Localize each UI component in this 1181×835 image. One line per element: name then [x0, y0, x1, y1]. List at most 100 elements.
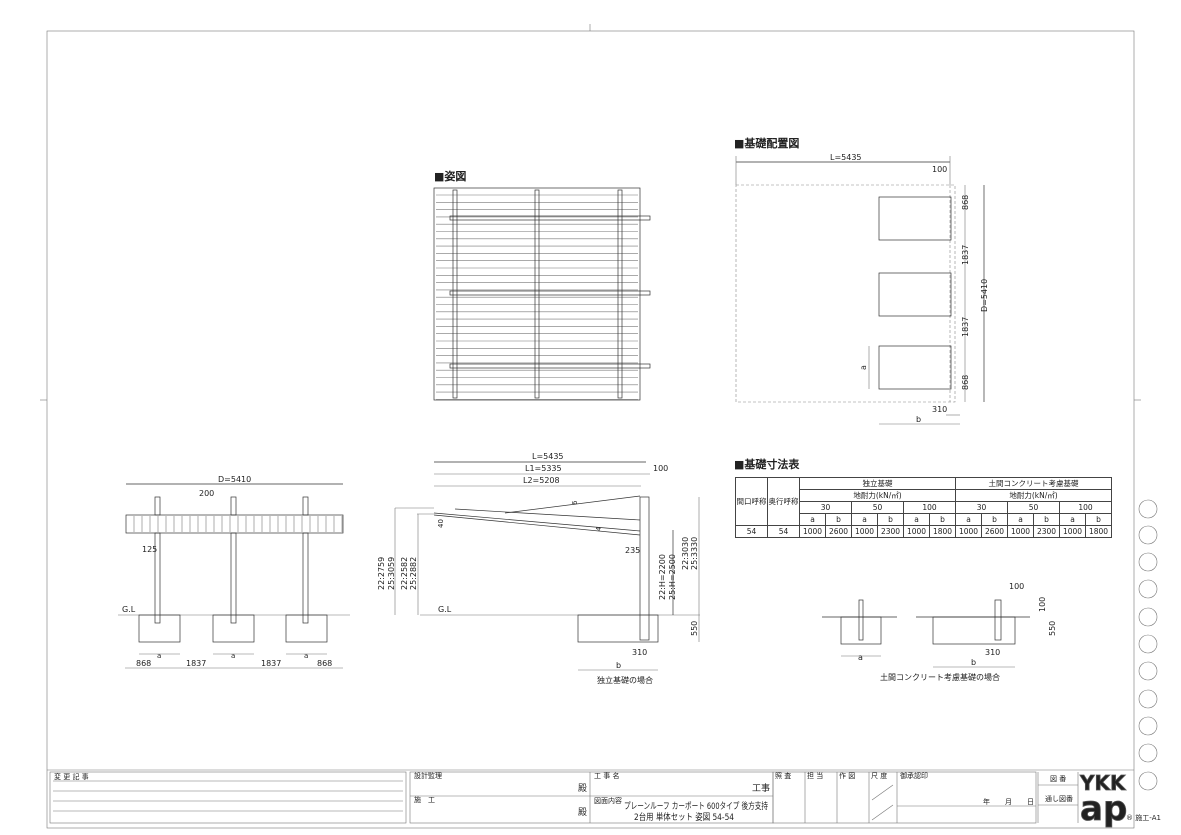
drawing-number-label: 図 番 [1050, 775, 1066, 783]
svg-text:ap: ap [1080, 789, 1127, 829]
drawing-content-label: 図面内容 [594, 796, 622, 805]
depth-value: 54 [767, 525, 800, 538]
dim-clear-h1: 22:H=2200 [658, 554, 667, 600]
cell: 1000 [851, 525, 878, 538]
cell: 2300 [1033, 525, 1060, 538]
ab-label: a [903, 513, 930, 526]
dim-total-h1: 22:3030 [681, 537, 690, 570]
dim-L: L=5435 [532, 452, 564, 461]
dim-a: a [231, 652, 235, 660]
honorific: 殿 [578, 807, 587, 818]
project-label: 工 事 名 [594, 771, 619, 780]
dim-a: a [304, 652, 308, 660]
bearing-label: 地耐力(kN/㎡) [799, 489, 956, 502]
dim-offset: 100 [932, 165, 947, 174]
bearing-value: 100 [903, 501, 956, 514]
dim-1837-2: 1837 [261, 659, 281, 668]
gl-label: G.L [438, 605, 452, 614]
bearing-value: 30 [799, 501, 852, 514]
dim-310: 310 [932, 405, 947, 414]
dim-a: a [858, 653, 863, 662]
dim-868-right: 868 [317, 659, 332, 668]
caption-independent: 独立基礎の場合 [597, 675, 653, 685]
change-log-label: 変 更 記 事 [54, 772, 89, 781]
dim-310: 310 [985, 648, 1000, 657]
dim-550: 550 [690, 621, 699, 636]
foundation-layout-title: ■基礎配置図 [734, 136, 799, 150]
ab-label: b [1085, 513, 1112, 526]
foundation-layout: ■基礎配置図 L=5435 100 868 1837 1837 868 D=54… [734, 136, 989, 425]
ab-label: a [1007, 513, 1034, 526]
serial-number-label: 通し図番 [1045, 794, 1073, 803]
dim-310: 310 [632, 648, 647, 657]
ab-label: a [851, 513, 878, 526]
sheet-code: ® 施工-A1 [1126, 813, 1161, 822]
dim-b: b [616, 661, 621, 670]
cell: 1800 [929, 525, 956, 538]
dim-868-bottom: 868 [961, 375, 970, 390]
ab-label: b [825, 513, 852, 526]
dim-depth: D=5410 [980, 279, 989, 312]
dim-b: b [916, 415, 921, 424]
dim-1837-b: 1837 [961, 317, 970, 337]
cell: 1800 [1085, 525, 1112, 538]
plan-view-title: ■姿図 [434, 169, 466, 183]
dim-pitch: 200 [199, 489, 214, 498]
dim-a: a [859, 365, 868, 370]
group-independent: 独立基礎 [799, 477, 956, 490]
bearing-value: 50 [851, 501, 904, 514]
cell: 1000 [955, 525, 982, 538]
cell: 2600 [981, 525, 1008, 538]
table-row: 54 54 1000 2600 1000 2300 1000 1800 1000… [735, 525, 1112, 538]
ab-label: a [955, 513, 982, 526]
ykk-ap-logo: YKK ap [1079, 771, 1128, 830]
dim-1837-1: 1837 [186, 659, 206, 668]
date-year: 年 [983, 797, 990, 806]
ab-label: b [1033, 513, 1060, 526]
title-block: 変 更 記 事 設計監理 殿 施 工 殿 工 事 名 工事 図面内容 プレーンル… [47, 769, 1161, 830]
dim-868-top: 868 [961, 195, 970, 210]
builder-label: 施 工 [414, 795, 435, 804]
dim-clear-h2: 25:H=2500 [668, 554, 677, 600]
dim-235: 235 [625, 546, 640, 555]
dim-depth: D=5410 [218, 475, 251, 484]
dim-b: b [971, 658, 976, 667]
frontage-value: 54 [735, 525, 768, 538]
dim-front-h2: 25:3059 [387, 557, 396, 590]
dim-550: 550 [1048, 621, 1057, 636]
cell: 1000 [903, 525, 930, 538]
slope-4: 4 [595, 526, 603, 531]
stamp-scale: 尺 度 [871, 771, 887, 780]
dim-L1: L1=5335 [525, 464, 562, 473]
dim-125: 125 [142, 545, 157, 554]
design-supervisor-label: 設計監理 [414, 771, 442, 780]
group-slab: 土間コンクリート考慮基礎 [955, 477, 1112, 490]
bearing-value: 30 [955, 501, 1008, 514]
gl-label: G.L [122, 605, 136, 614]
dim-a: a [157, 652, 161, 660]
plan-view: ■姿図 [433, 169, 651, 401]
svg-text:YKK: YKK [1079, 771, 1127, 795]
dim-40: 40 [437, 519, 445, 528]
stamp-check: 照 査 [775, 771, 791, 780]
revision-circles [1138, 499, 1158, 791]
foundation-spec-table: 間口呼称 奥行呼称 独立基礎 土間コンクリート考慮基礎 地耐力(kN/㎡) 地耐… [735, 477, 1112, 538]
cell: 1000 [1059, 525, 1086, 538]
bearing-value: 100 [1059, 501, 1112, 514]
col-frontage: 間口呼称 [735, 477, 768, 526]
dim-front-h4: 25:2882 [409, 557, 418, 590]
sheet-border [46, 30, 1135, 829]
bearing-value: 50 [1007, 501, 1060, 514]
dim-100: 100 [653, 464, 668, 473]
dim-100-side: 100 [1038, 597, 1047, 612]
bearing-label: 地耐力(kN/㎡) [955, 489, 1112, 502]
cell: 1000 [1007, 525, 1034, 538]
honorific: 殿 [578, 783, 587, 794]
drawing-title-line2: 2台用 単体セット 姿図 54-54 [634, 811, 734, 823]
cell: 1000 [799, 525, 826, 538]
slope-6: 6 [571, 500, 579, 505]
dim-1837-a: 1837 [961, 245, 970, 265]
spec-table-title: ■基礎寸法表 [734, 458, 800, 471]
dim-total-h2: 25:3330 [690, 537, 699, 570]
